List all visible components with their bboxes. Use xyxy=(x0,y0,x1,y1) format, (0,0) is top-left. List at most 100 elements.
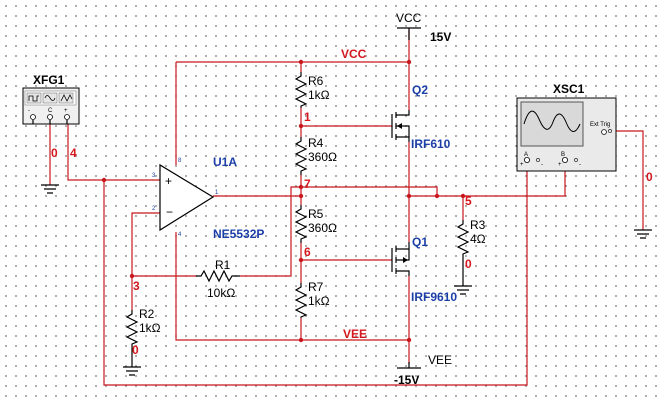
ground-scope[interactable] xyxy=(634,229,652,239)
opamp-triangle-icon[interactable] xyxy=(159,163,215,232)
resistor-zigzag-icon xyxy=(294,137,308,175)
vcc-supply[interactable]: VCC 15V xyxy=(396,11,451,44)
wire-r1-feedback[interactable] xyxy=(240,186,301,277)
opamp-model: NE5532P xyxy=(213,227,264,241)
vee-rail-wire[interactable] xyxy=(175,232,409,341)
r1-value: 10kΩ xyxy=(207,286,235,300)
ground-icon xyxy=(123,355,141,376)
net-label-3: 3 xyxy=(133,279,140,293)
net-label-7: 7 xyxy=(304,177,311,191)
ground-icon xyxy=(454,268,472,295)
r2-name: R2 xyxy=(139,307,155,321)
opamp-pin-vneg: 4 xyxy=(178,232,182,238)
nmos-icon xyxy=(391,110,410,142)
net-labels: VCC VEE 0 4 1 7 6 3 0 5 0 0 xyxy=(51,47,653,357)
wire-fg-to-opamp[interactable] xyxy=(67,124,160,181)
r7-name: R7 xyxy=(308,280,324,294)
svg-text:-: - xyxy=(541,162,543,168)
net-label-0-r3: 0 xyxy=(465,257,472,271)
r1-name: R1 xyxy=(215,258,231,272)
opamp-plus-sign: + xyxy=(165,174,172,188)
wire-ext-trig-ground[interactable] xyxy=(610,130,644,230)
r6-value: 1kΩ xyxy=(308,88,330,102)
svg-text:-: - xyxy=(579,162,581,168)
fg-terminal-plus[interactable] xyxy=(64,114,70,120)
junction xyxy=(298,184,304,190)
junction xyxy=(298,193,304,199)
scope-channel-a-label: A xyxy=(524,152,528,158)
junction xyxy=(298,257,304,263)
scope-channel-b-terminal[interactable] xyxy=(562,156,569,163)
junctions xyxy=(101,59,466,343)
r3-name: R3 xyxy=(470,218,486,232)
ground-icon xyxy=(634,229,652,239)
fg-name: XFG1 xyxy=(33,73,65,87)
r2-value: 1kΩ xyxy=(139,321,161,335)
junction xyxy=(460,193,466,199)
junction xyxy=(406,59,412,65)
resistor-zigzag-icon xyxy=(294,72,308,108)
svg-text:-: - xyxy=(28,108,30,114)
net-label-fg-4: 4 xyxy=(70,146,77,160)
svg-text:+: + xyxy=(520,162,524,168)
square-wave-icon[interactable] xyxy=(26,92,42,104)
scope-ext-trig-terminal[interactable] xyxy=(601,129,607,135)
scope-ext-trig-label: Ext Trig xyxy=(590,122,610,128)
opamp-pin-out: 1 xyxy=(215,190,219,196)
function-generator-xfg1[interactable]: XFG1 - C + xyxy=(22,73,80,125)
ground-fg[interactable] xyxy=(41,184,59,194)
wire-node7[interactable] xyxy=(301,186,438,196)
opamp-pin-vpos: 8 xyxy=(178,158,182,164)
resistor-r6[interactable]: R6 1kΩ xyxy=(294,72,330,108)
resistor-r1[interactable]: R1 10kΩ xyxy=(196,258,240,300)
vee-supply-name: VEE xyxy=(428,353,452,367)
resistor-zigzag-icon xyxy=(294,283,308,318)
wires xyxy=(49,30,644,386)
net-label-vcc: VCC xyxy=(341,47,367,61)
r4-name: R4 xyxy=(308,136,324,150)
resistor-r4[interactable]: R4 360Ω xyxy=(294,136,337,175)
scope-channel-a-terminal[interactable] xyxy=(524,156,531,163)
resistor-r3[interactable]: R3 4Ω xyxy=(456,218,486,268)
svg-text:+: + xyxy=(558,162,562,168)
junction xyxy=(298,337,304,343)
oscilloscope-xsc1[interactable]: XSC1 Ext Trig A B + - + - xyxy=(516,82,617,172)
vee-supply[interactable]: VEE -15V xyxy=(394,353,452,387)
opamp-u1a[interactable]: + − 3 2 1 8 4 U1A NE5532P xyxy=(152,155,264,241)
junction xyxy=(434,193,440,199)
resistor-r2[interactable]: R2 1kΩ xyxy=(125,307,161,355)
resistor-zigzag-icon xyxy=(196,269,240,283)
fg-terminal-common[interactable] xyxy=(47,114,53,120)
r6-name: R6 xyxy=(308,74,324,88)
opamp-pin-inv: 2 xyxy=(152,206,156,212)
opamp-pin-noninv: 3 xyxy=(152,173,156,179)
q2-model: IRF610 xyxy=(411,137,451,151)
r7-value: 1kΩ xyxy=(308,294,330,308)
fg-terminal-minus[interactable] xyxy=(30,114,36,120)
r5-name: R5 xyxy=(308,207,324,221)
net-label-vee: VEE xyxy=(343,327,367,341)
resistor-zigzag-icon xyxy=(456,220,470,268)
ground-r3[interactable] xyxy=(454,268,472,295)
vee-supply-value: -15V xyxy=(394,373,419,387)
scope-name: XSC1 xyxy=(553,82,585,96)
resistor-r7[interactable]: R7 1kΩ xyxy=(294,280,330,318)
junction xyxy=(129,273,135,279)
mosfet-q1[interactable]: Q1 IRF9610 xyxy=(391,235,457,304)
r5-value: 360Ω xyxy=(308,221,337,235)
resistor-r5[interactable]: R5 360Ω xyxy=(294,205,337,243)
junction xyxy=(406,193,412,199)
net-label-0-r2: 0 xyxy=(132,343,139,357)
net-label-fg-0: 0 xyxy=(51,146,58,160)
q1-model: IRF9610 xyxy=(411,290,457,304)
resistor-zigzag-icon xyxy=(125,310,139,355)
opamp-minus-sign: − xyxy=(166,205,173,219)
wire-inv-input[interactable] xyxy=(131,212,196,277)
triangle-wave-icon[interactable] xyxy=(58,92,74,104)
wire-input-to-scope-a[interactable] xyxy=(103,163,528,386)
ground-r2[interactable] xyxy=(123,355,141,376)
net-label-5: 5 xyxy=(465,194,472,208)
mosfet-q2[interactable]: Q2 IRF610 xyxy=(391,83,451,151)
